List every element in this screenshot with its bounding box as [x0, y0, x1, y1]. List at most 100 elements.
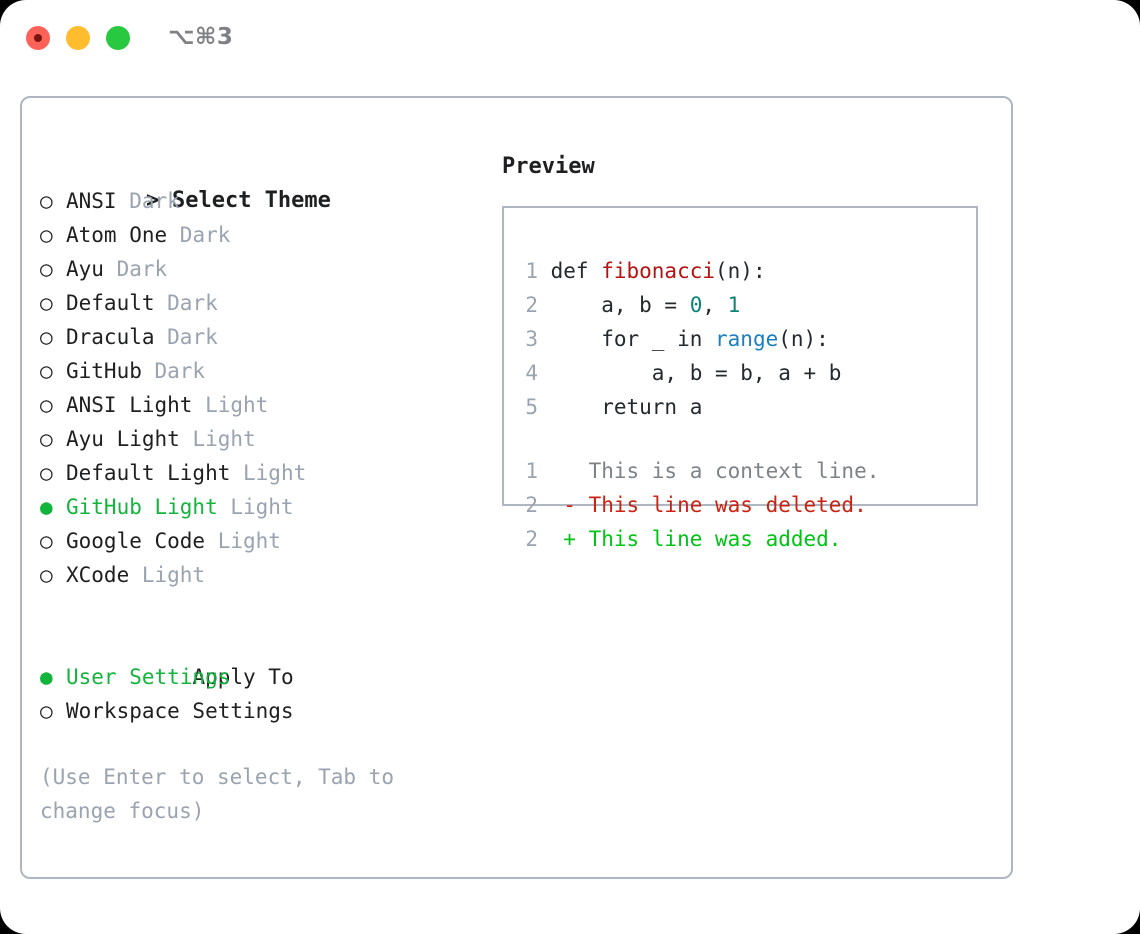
theme-list-column: >Select Theme ○ANSI Dark○Atom One Dark○A… — [40, 150, 490, 828]
diff-line-text: This is a context line. — [538, 459, 880, 483]
theme-option-default[interactable]: ○ Default Dark — [40, 286, 490, 320]
theme-option-github[interactable]: ○ GitHub Dark — [40, 354, 490, 388]
code-token-num: 0 — [689, 293, 703, 317]
radio-empty-icon: ○ — [40, 325, 53, 349]
theme-option-ansi-light[interactable]: ○ ANSI Light Light — [40, 388, 490, 422]
theme-variant-tag: Light — [217, 495, 294, 519]
code-line: 5 return a — [524, 390, 976, 424]
minimize-dot[interactable] — [66, 26, 90, 50]
diff-line-text: - This line was deleted. — [538, 493, 867, 517]
theme-options-list: ○ANSI Dark○Atom One Dark○Ayu Dark○Defaul… — [40, 184, 490, 592]
radio-empty-icon: ○ — [40, 529, 53, 553]
theme-variant-tag: Light — [230, 461, 307, 485]
theme-picker-panel: >Select Theme ○ANSI Dark○Atom One Dark○A… — [20, 96, 1013, 879]
caret-icon: > — [145, 188, 160, 213]
code-token-plain: , — [702, 293, 728, 317]
theme-variant-tag: Dark — [154, 291, 218, 315]
apply-to-option-user-settings[interactable]: ● User Settings — [40, 660, 490, 694]
code-line-number: 3 — [525, 327, 538, 351]
code-token-plain: for _ in — [538, 327, 716, 351]
code-token-plain: a, b = b, a + b — [538, 361, 842, 385]
title-shortcut-label: ⌥⌘3 — [168, 24, 234, 50]
theme-option-ayu-light[interactable]: ○ Ayu Light Light — [40, 422, 490, 456]
preview-title: Preview — [502, 154, 595, 179]
code-token-plain: (n): — [715, 259, 766, 283]
radio-selected-icon: ● — [40, 665, 53, 689]
diff-line-context: 1 This is a context line. — [524, 454, 976, 488]
theme-variant-tag: Dark — [141, 359, 206, 383]
radio-empty-icon: ○ — [40, 257, 53, 281]
diff-line-number: 2 — [525, 493, 538, 517]
maximize-dot[interactable] — [106, 26, 130, 50]
theme-option-label: Dracula — [66, 325, 155, 349]
code-token-call: range — [715, 327, 779, 351]
theme-variant-tag: Dark — [167, 223, 231, 247]
close-dot[interactable] — [26, 26, 50, 50]
code-line-number: 1 — [525, 259, 538, 283]
diff-sample: 1 This is a context line.2 - This line w… — [524, 454, 976, 556]
preview-column: Preview 1 def fibonacci(n):2 a, b = 0, 1… — [502, 150, 992, 551]
theme-variant-tag: Light — [205, 529, 281, 553]
title-bar: ⌥⌘3 — [0, 0, 1140, 78]
diff-line-deleted: 2 - This line was deleted. — [524, 488, 976, 522]
radio-empty-icon: ○ — [40, 223, 53, 247]
theme-option-label: GitHub Light — [66, 495, 218, 519]
select-theme-title: Select Theme — [171, 188, 331, 213]
preview-spacer — [524, 424, 976, 454]
code-token-num: 1 — [727, 293, 741, 317]
apply-to-title: Apply To — [192, 665, 294, 689]
theme-option-ansi[interactable]: ○ANSI Dark — [40, 184, 490, 218]
theme-option-label: GitHub — [66, 359, 142, 383]
radio-selected-icon: ● — [40, 495, 53, 519]
code-line-number: 2 — [525, 293, 538, 317]
code-token-plain: (n): — [778, 327, 829, 351]
theme-variant-tag: Light — [192, 393, 269, 417]
theme-option-label: Default — [66, 291, 155, 315]
apply-to-option-label: Workspace Settings — [66, 699, 294, 723]
theme-option-label: Ayu — [66, 257, 104, 281]
radio-empty-icon: ○ — [40, 393, 53, 417]
diff-line-number: 1 — [525, 459, 538, 483]
theme-variant-tag: Light — [179, 427, 256, 451]
theme-option-google-code[interactable]: ○ Google Code Light — [40, 524, 490, 558]
diff-line-number: 2 — [525, 527, 538, 551]
theme-option-atom-one[interactable]: ○Atom One Dark — [40, 218, 490, 252]
apply-to-section: Apply To ● User Settings ○ Workspace Settin… — [40, 626, 490, 728]
code-line-number: 5 — [525, 395, 538, 419]
apply-to-option-workspace-settings[interactable]: ○ Workspace Settings — [40, 694, 490, 728]
theme-option-label: Default Light — [66, 461, 231, 485]
code-token-plain: a, b = — [538, 293, 690, 317]
radio-empty-icon: ○ — [40, 427, 53, 451]
code-token-plain: return a — [538, 395, 703, 419]
code-line: 2 a, b = 0, 1 — [524, 288, 976, 322]
theme-variant-tag: Dark — [116, 189, 180, 213]
diff-line-added: 2 + This line was added. — [524, 522, 976, 556]
radio-empty-icon: ○ — [40, 359, 53, 383]
theme-option-default-light[interactable]: ○ Default Light Light — [40, 456, 490, 490]
theme-option-label: Ayu Light — [66, 427, 180, 451]
apply-to-header: Apply To — [40, 626, 490, 689]
radio-empty-icon: ○ — [40, 461, 53, 485]
radio-empty-icon: ○ — [40, 291, 53, 315]
code-token-plain: def — [538, 259, 602, 283]
radio-empty-icon: ○ — [40, 699, 53, 723]
theme-option-label: Google Code — [66, 529, 206, 553]
code-line: 4 a, b = b, a + b — [524, 356, 976, 390]
theme-option-github-light[interactable]: ● GitHub Light Light — [40, 490, 490, 524]
theme-option-label: XCode — [66, 563, 130, 587]
diff-line-text: + This line was added. — [538, 527, 842, 551]
code-line: 3 for _ in range(n): — [524, 322, 976, 356]
apply-to-option-label: User Settings — [66, 665, 231, 689]
keyboard-hint-text: (Use Enter to select, Tab to change focu… — [40, 765, 407, 823]
theme-variant-tag: Dark — [103, 257, 168, 281]
code-line-number: 4 — [525, 361, 538, 385]
theme-option-xcode[interactable]: ○XCode Light — [40, 558, 490, 592]
theme-option-label: ANSI Light — [66, 393, 193, 417]
code-line: 1 def fibonacci(n): — [524, 254, 976, 288]
radio-empty-icon: ○ — [40, 189, 53, 213]
theme-option-dracula[interactable]: ○Dracula Dark — [40, 320, 490, 354]
theme-option-ayu[interactable]: ○ Ayu Dark — [40, 252, 490, 286]
